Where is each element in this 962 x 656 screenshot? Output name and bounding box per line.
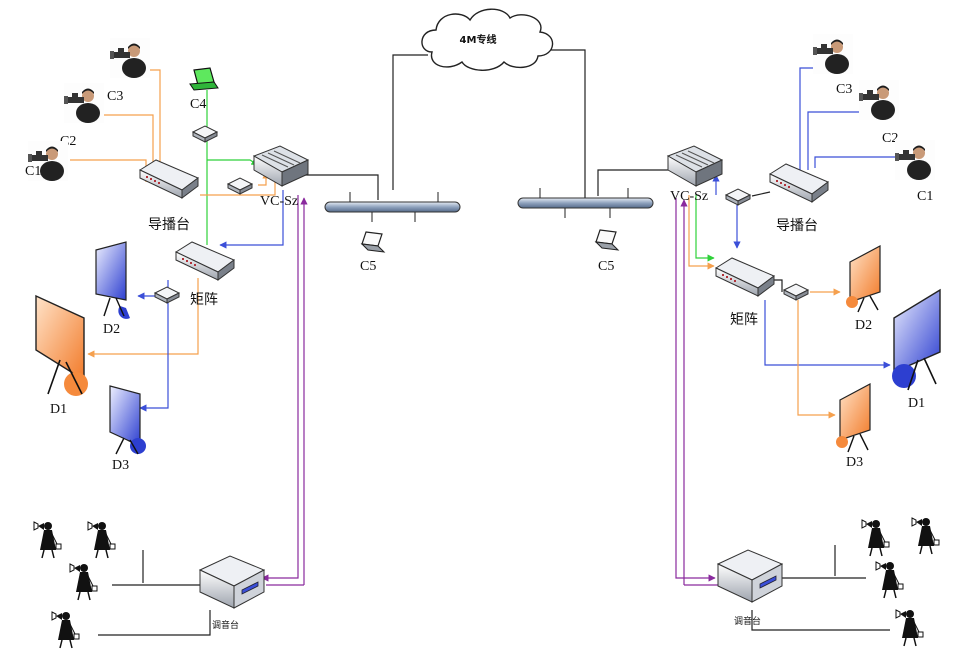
audio-mixer-icon (199, 555, 265, 609)
right-display-d3-label: D3 (846, 455, 863, 470)
right-camera-c1-label: C1 (917, 189, 933, 204)
laptop-c5-icon (595, 229, 619, 251)
left-camera-c3-label: C3 (107, 89, 123, 104)
director-switch-icon (139, 159, 199, 199)
left-display-d2-label: D2 (103, 322, 120, 337)
director-switch-icon (769, 163, 829, 203)
audio-mixer-icon (717, 549, 783, 603)
right-laptop-c5-label: C5 (598, 259, 614, 274)
display-d2-icon (846, 245, 881, 313)
singer-icon (895, 609, 924, 647)
left-director-label: 导播台 (148, 217, 190, 233)
right-camera-c3-label: C3 (836, 82, 852, 97)
display-d1-icon (35, 294, 88, 396)
codec-vc-sz-icon (667, 145, 723, 187)
camera-c3-icon (813, 34, 853, 74)
camera-c2-icon (64, 83, 104, 123)
display-d3-icon (836, 383, 871, 453)
display-d2-icon (95, 241, 130, 319)
left-display-d3-label: D3 (112, 458, 129, 473)
right-display-d2-label: D2 (855, 318, 872, 333)
converter-icon (227, 177, 253, 195)
cloud-label: 4M专线 (460, 33, 497, 46)
right-director-label: 导播台 (776, 218, 818, 234)
left-codec-label: VC-Sz (260, 194, 298, 209)
laptop-c5-icon (361, 231, 385, 253)
converter-icon (154, 286, 180, 304)
singer-icon (875, 561, 904, 599)
singer-icon (911, 517, 940, 555)
singer-icon (33, 521, 62, 559)
converter-icon (783, 283, 809, 301)
left-laptop-c4-label: C4 (190, 97, 206, 112)
codec-vc-sz-icon (253, 145, 309, 187)
camera-c1-icon (895, 140, 935, 180)
singer-icon (51, 611, 80, 649)
camera-c3-icon (110, 38, 150, 78)
converter-icon (725, 188, 751, 206)
cloud-4m-line: 4M专线 (421, 8, 554, 71)
laptop-c4-icon (189, 67, 219, 91)
matrix-switch-icon (715, 257, 775, 297)
right-network-bus (517, 188, 654, 218)
right-site: C3 C2 C1 VC-Sz 导播台 矩阵 C5 D2 D1 (595, 34, 941, 647)
left-laptop-c5-label: C5 (360, 259, 376, 274)
singer-icon (69, 563, 98, 601)
singer-icon (87, 521, 116, 559)
left-display-d1-label: D1 (50, 402, 67, 417)
display-d1-icon (892, 288, 941, 391)
left-network-bus (324, 192, 461, 222)
right-display-d1-label: D1 (908, 396, 925, 411)
left-matrix-label: 矩阵 (190, 292, 218, 308)
right-camera-c2-label: C2 (882, 131, 898, 146)
matrix-switch-icon (175, 241, 235, 281)
right-mixer-label: 调音台 (734, 615, 761, 627)
display-d3-icon (109, 385, 146, 455)
left-camera-c1-label: C1 (25, 164, 41, 179)
left-mixer-label: 调音台 (212, 619, 239, 631)
left-site: C3 C2 C1 C4 导播台 VC-Sz 矩阵 C5 D2 (25, 38, 385, 649)
camera-c2-icon (859, 80, 899, 120)
right-matrix-label: 矩阵 (730, 312, 758, 328)
right-codec-label: VC-Sz (670, 189, 708, 204)
converter-icon (192, 125, 218, 143)
singer-icon (861, 519, 890, 557)
